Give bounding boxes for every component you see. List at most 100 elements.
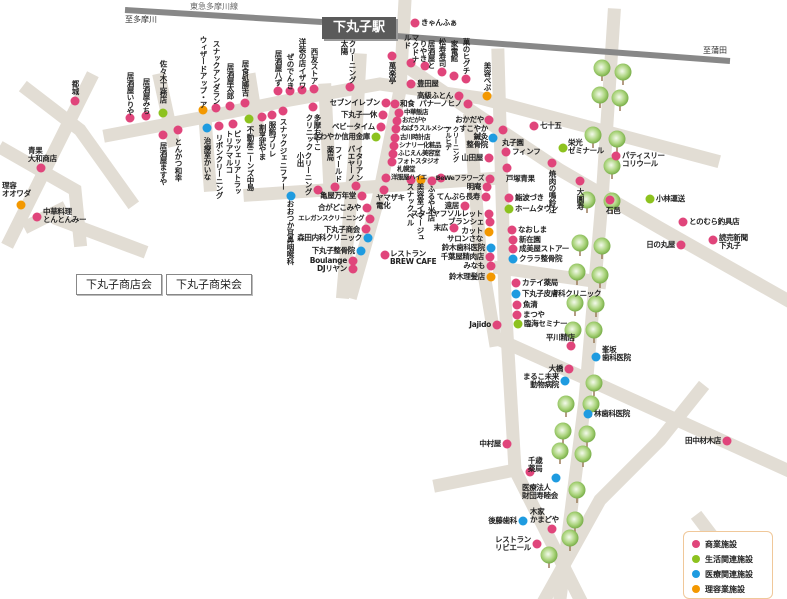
place-marker-icon[interactable] — [141, 111, 151, 121]
place-marker-icon[interactable] — [70, 96, 80, 106]
place-marker-icon[interactable] — [240, 98, 250, 108]
place-label[interactable]: みなも — [463, 261, 485, 270]
place-marker-icon[interactable] — [381, 98, 391, 108]
place-label[interactable]: てんぷら長寿 — [436, 192, 481, 201]
place-label[interactable]: おだがや — [402, 116, 427, 124]
place-label[interactable]: 都城 — [71, 80, 80, 95]
place-label[interactable]: ベビータイム — [331, 122, 375, 131]
place-label[interactable]: 臨海セミナー — [524, 319, 568, 328]
place-marker-icon[interactable] — [485, 252, 495, 262]
place-label[interactable]: 丸子園 — [502, 138, 524, 147]
place-label[interactable]: 服飾ブリレ — [268, 121, 277, 158]
place-marker-icon[interactable] — [605, 195, 615, 205]
place-label[interactable]: カテイ薬局 — [522, 278, 558, 287]
place-label[interactable]: 成美屋ストアー — [519, 244, 569, 253]
place-label[interactable]: 青果 大和商店 — [28, 146, 57, 163]
place-label[interactable]: 居酒屋いりや — [126, 72, 135, 116]
place-label[interactable]: 森田内科クリニック — [297, 233, 362, 242]
place-label[interactable]: きゃんふぁ — [421, 18, 457, 27]
place-label[interactable]: 中華料理 とんとんみー — [43, 207, 87, 224]
place-label[interactable]: シナリー化粧品 — [399, 141, 442, 149]
place-label[interactable]: おおつか耳鼻咽喉科 — [286, 200, 295, 265]
place-marker-icon[interactable] — [575, 176, 585, 186]
place-label[interactable]: スターヤフソルレット — [411, 209, 483, 218]
place-label[interactable]: 豊田屋 — [417, 79, 439, 88]
place-label[interactable]: 理容 オオワダ — [2, 181, 31, 198]
place-label[interactable]: 大圓寿 — [576, 188, 585, 210]
place-label[interactable]: DJリヤン — [316, 264, 347, 273]
place-marker-icon[interactable] — [583, 409, 593, 419]
place-marker-icon[interactable] — [485, 217, 495, 227]
place-label[interactable]: 魚清 — [523, 300, 538, 309]
place-label[interactable]: 鈴木歯科医院 — [441, 243, 486, 252]
place-label[interactable]: 居酒屋八ず — [274, 50, 283, 87]
place-marker-icon[interactable] — [345, 82, 355, 92]
station-shimomaruko[interactable]: 下丸子駅 — [322, 17, 396, 39]
place-label[interactable]: ぜのでんき — [286, 53, 295, 90]
place-marker-icon[interactable] — [591, 352, 601, 362]
place-marker-icon[interactable] — [392, 116, 402, 126]
place-label[interactable]: ウィザードアップ・ア — [199, 36, 208, 109]
place-marker-icon[interactable] — [502, 163, 512, 173]
place-marker-icon[interactable] — [390, 133, 400, 143]
association-shoei-kai[interactable]: 下丸子商栄会 — [166, 274, 252, 295]
place-label[interactable]: 新在園 — [519, 235, 541, 244]
place-marker-icon[interactable] — [16, 200, 26, 210]
place-marker-icon[interactable] — [273, 86, 283, 96]
place-marker-icon[interactable] — [420, 61, 430, 71]
place-marker-icon[interactable] — [173, 125, 183, 135]
place-label[interactable]: クララ整骨院 — [519, 254, 563, 263]
place-marker-icon[interactable] — [486, 243, 496, 253]
place-label[interactable]: 古川時計店 — [400, 133, 431, 141]
place-marker-icon[interactable] — [461, 74, 471, 84]
place-marker-icon[interactable] — [482, 91, 492, 101]
place-label[interactable]: 合がどこみや — [318, 203, 361, 212]
place-marker-icon[interactable] — [361, 224, 371, 234]
place-marker-icon[interactable] — [481, 192, 491, 202]
place-marker-icon[interactable] — [484, 209, 494, 219]
place-marker-icon[interactable] — [460, 201, 470, 211]
place-marker-icon[interactable] — [357, 191, 367, 201]
place-marker-icon[interactable] — [394, 108, 404, 118]
place-label[interactable]: 下丸子商会 — [324, 225, 360, 234]
place-label[interactable]: 治療室かいな — [203, 137, 212, 181]
place-label[interactable]: 田中材木店 — [685, 436, 721, 445]
place-marker-icon[interactable] — [267, 110, 277, 120]
place-marker-icon[interactable] — [512, 300, 522, 310]
place-label[interactable]: 松寿寿司 — [438, 38, 447, 67]
place-marker-icon[interactable] — [482, 182, 492, 192]
place-label[interactable]: 峯坂 歯科医院 — [602, 345, 631, 362]
place-marker-icon[interactable] — [708, 235, 718, 245]
place-marker-icon[interactable] — [278, 106, 288, 116]
place-marker-icon[interactable] — [297, 85, 307, 95]
place-marker-icon[interactable] — [406, 58, 416, 68]
place-marker-icon[interactable] — [387, 157, 397, 167]
place-marker-icon[interactable] — [406, 175, 416, 185]
place-marker-icon[interactable] — [202, 123, 212, 133]
place-marker-icon[interactable] — [558, 143, 568, 153]
place-label[interactable]: 林歯科医院 — [594, 409, 630, 418]
association-shoten-kai[interactable]: 下丸子商店会 — [76, 274, 162, 295]
place-label[interactable]: 平川精店 — [546, 333, 575, 342]
place-label[interactable]: 洋装の店イザワ — [298, 38, 307, 89]
place-label[interactable]: 下丸子一休 — [341, 110, 377, 119]
place-label[interactable]: なおしま — [518, 225, 547, 234]
place-marker-icon[interactable] — [504, 193, 514, 203]
place-label[interactable]: 和食 — [400, 99, 415, 108]
place-marker-icon[interactable] — [454, 91, 464, 101]
place-label[interactable]: 遠居 — [444, 201, 460, 210]
place-marker-icon[interactable] — [529, 121, 539, 131]
place-label[interactable]: 小林運送 — [656, 194, 685, 203]
place-label[interactable]: 居酒屋とりやき — [419, 40, 436, 69]
place-marker-icon[interactable] — [348, 264, 358, 274]
place-label[interactable]: 鮨波づき — [515, 193, 544, 202]
place-label[interactable]: フィンフ — [512, 147, 541, 156]
place-marker-icon[interactable] — [547, 158, 557, 168]
place-label[interactable]: 亀屋万年堂 — [320, 191, 356, 200]
place-label[interactable]: ブランシェ — [448, 217, 484, 226]
place-marker-icon[interactable] — [313, 185, 323, 195]
place-label[interactable]: スナックジェニファー — [279, 118, 288, 191]
place-marker-icon[interactable] — [198, 105, 208, 115]
place-marker-icon[interactable] — [362, 203, 372, 213]
place-label[interactable]: ホームタウン — [515, 204, 558, 213]
